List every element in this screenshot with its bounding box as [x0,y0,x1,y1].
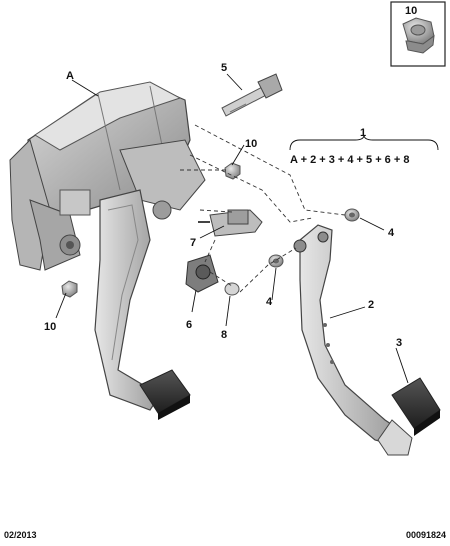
left-pedal-arm [94,189,191,420]
assembly-guide-lines [180,124,346,293]
part-7-switch [198,209,263,237]
part-2-pedal-arm [293,224,413,456]
callout-10-mid: 10 [245,138,257,150]
callout-A: A [66,70,74,82]
callout-6: 6 [186,319,192,331]
leader-lines [55,73,439,384]
callout-10-left: 10 [44,321,56,333]
footer-reference: 00091824 [405,530,446,540]
callout-5: 5 [221,62,227,74]
part-8-clip [224,282,240,296]
callout-10-inset: 10 [405,5,417,17]
part-6-bracket [185,254,219,293]
callout-3: 3 [396,337,402,349]
callout-8: 8 [221,329,227,341]
pedal-box-assembly [9,81,206,271]
callout-4-upper: 4 [388,227,395,239]
part-4-bushing-a [344,208,360,222]
part-4-bushing-b [268,254,284,268]
callout-7: 7 [190,237,196,249]
callout-labels: A 5 10 10 10 7 6 8 4 4 2 3 1 A + 2 + 3 +… [44,5,417,349]
assembly-formula: A + 2 + 3 + 4 + 5 + 6 + 8 [290,154,409,166]
callout-2: 2 [368,299,374,311]
part-10-nut-left [61,280,78,298]
inset-box-part-10 [390,1,446,67]
footer-date: 02/2013 [4,530,37,540]
part-10-nut-mid [224,162,241,180]
callout-4-lower: 4 [266,296,273,308]
callout-1: 1 [360,127,366,139]
part-3-pedal-pad [391,377,441,436]
part-5-shaft [221,73,283,117]
